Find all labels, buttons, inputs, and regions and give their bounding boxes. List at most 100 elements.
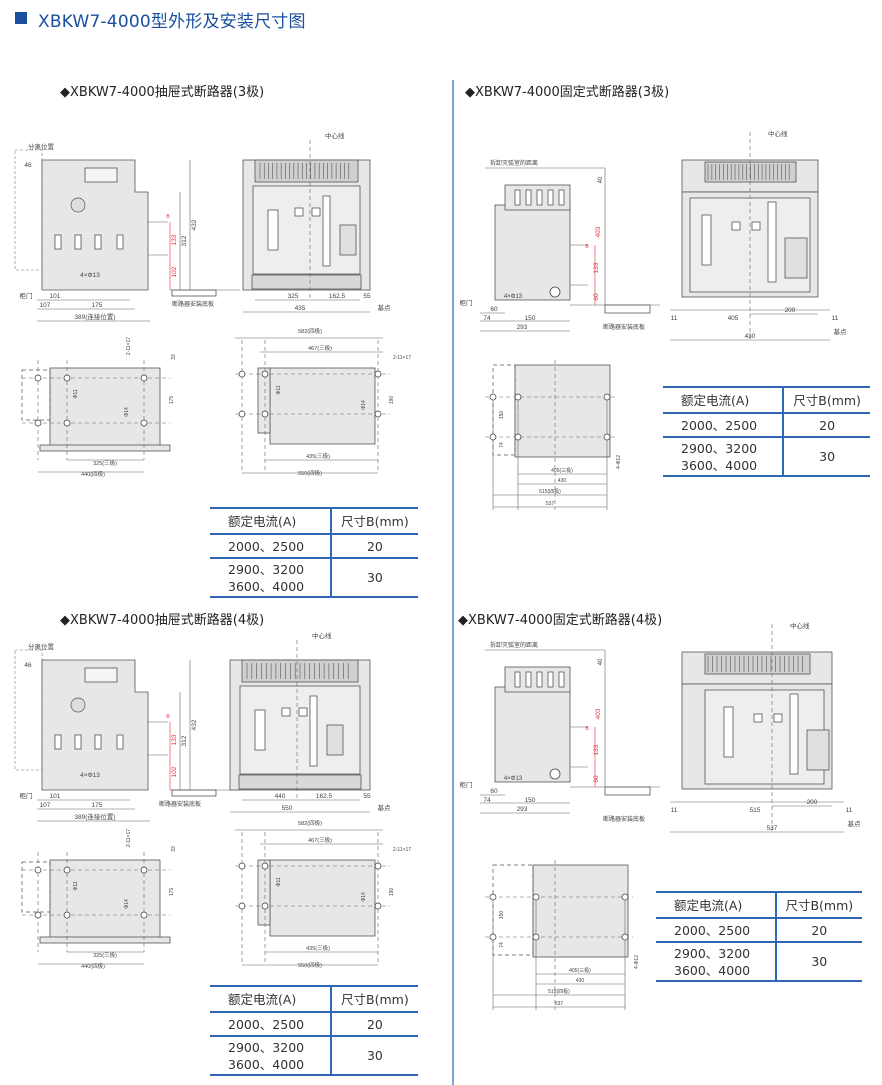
controller-unit	[723, 706, 734, 758]
arc-chute-slot	[558, 189, 565, 206]
mounting-plate	[514, 364, 611, 458]
dimension-label: 60	[593, 775, 600, 783]
breaker-side-body	[494, 204, 571, 301]
dimension-label: 分离位置	[28, 642, 55, 651]
dimension-label: 74	[483, 315, 491, 322]
dimension-label: 405	[728, 315, 739, 322]
cell-size: 20	[330, 1011, 418, 1037]
dimension-label: 200	[785, 307, 796, 314]
dimension-label: 162.5	[316, 793, 333, 800]
dimension-label: 162.5	[329, 293, 346, 300]
mounting-hole	[261, 410, 269, 418]
arc-chute-slot	[525, 671, 532, 688]
dimension-label: 107	[40, 302, 51, 309]
cell-current: 2900、3200 3600、4000	[210, 1035, 332, 1076]
cell-size: 30	[330, 1035, 418, 1076]
header-size-b: 尺寸B(mm)	[783, 386, 870, 414]
dimension-label: 60	[490, 306, 498, 313]
mounting-hole	[621, 893, 629, 901]
label-area	[784, 237, 808, 279]
mounting-hole	[374, 902, 382, 910]
dimension-label: 515(四极)	[548, 988, 570, 995]
label-area	[806, 729, 830, 771]
dimension-label: 430	[745, 333, 756, 340]
racking-strip	[238, 774, 362, 790]
dimension-label: 582(四极)	[298, 819, 322, 827]
arc-chute-slot	[536, 189, 543, 206]
on-button	[731, 221, 741, 231]
dimension-label: 175	[169, 888, 175, 897]
dimension-label: 440	[275, 793, 286, 800]
dimension-label: 389(连接位置)	[74, 312, 115, 321]
dimension-label: 435(三极)	[306, 452, 330, 460]
dimension-label: 11	[671, 807, 678, 814]
dimension-label: 515(四极)	[539, 488, 561, 495]
label-area	[326, 724, 344, 756]
dimension-label: Φ14	[361, 892, 367, 902]
dimension-label: B	[585, 244, 589, 250]
mounting-hole	[140, 911, 148, 919]
plate-side	[257, 367, 271, 434]
dimension-label: 柜门	[460, 780, 473, 789]
section-heading-fixed-4p: ◆XBKW7-4000固定式断路器(4极)	[458, 613, 663, 628]
dimension-label: 55	[363, 793, 371, 800]
section-heading-fixed-3p: ◆XBKW7-4000固定式断路器(3极)	[465, 85, 670, 100]
dimension-label: 102	[171, 766, 178, 777]
dimension-label: 60	[593, 293, 600, 301]
controller-unit	[701, 214, 712, 266]
dimension-label: 拆卸灭弧室的距离	[490, 159, 538, 167]
dimension-label: 293	[517, 806, 528, 813]
mounting-hole	[532, 933, 540, 941]
handle-slot	[789, 693, 799, 775]
mounting-plate	[604, 304, 651, 314]
dimension-label: 150	[525, 315, 536, 322]
dimension-label: 405(三极)	[551, 467, 573, 474]
plate-flange	[39, 936, 171, 944]
on-button	[281, 707, 291, 717]
dimension-label: 4×Φ13	[504, 776, 523, 782]
dimension-label: 440(四极)	[81, 470, 105, 478]
dimension-label: 537	[546, 501, 555, 507]
dimension-label: B	[585, 726, 589, 732]
mounting-hole	[514, 393, 522, 401]
dimension-label: Φ11	[276, 877, 282, 886]
dimension-label: 74	[499, 942, 505, 948]
dimension-label: 4×Φ13	[504, 294, 523, 300]
dimension-label: 175	[92, 302, 103, 309]
mounting-plate	[171, 789, 217, 797]
dimension-label: 467(三极)	[308, 836, 332, 844]
dimension-label: 312	[181, 735, 188, 746]
on-button	[753, 713, 763, 723]
dimension-label: 550	[282, 805, 293, 812]
dimension-label: 107	[40, 802, 51, 809]
off-button	[751, 221, 761, 231]
dimension-label: 515	[750, 807, 761, 814]
dimension-label: 175	[92, 802, 103, 809]
dimension-label: 312	[181, 235, 188, 246]
dimension-label: 4-Φ12	[634, 955, 640, 969]
mounting-hole	[238, 862, 246, 870]
mounting-hole	[140, 419, 148, 427]
terminal-knob	[549, 286, 561, 298]
dimension-label: 柜门	[20, 291, 33, 300]
dimension-label: 175	[169, 396, 175, 405]
arc-chute-slot	[525, 189, 532, 206]
dimension-label: 中心线	[790, 621, 810, 630]
cell-size: 30	[330, 557, 418, 598]
dimension-label: 基点	[378, 303, 392, 312]
outline-4p	[492, 364, 516, 456]
controller-unit	[267, 209, 279, 251]
mounting-plate-4p	[269, 367, 376, 445]
dimension-label: 11	[846, 807, 853, 814]
cell-size: 20	[775, 917, 862, 943]
dimension-label: 150	[499, 911, 505, 920]
mounting-plate-3p	[49, 367, 161, 449]
section-heading-drawer-3p: ◆XBKW7-4000抽屉式断路器(3极)	[60, 85, 265, 100]
mounting-plate-4p	[269, 859, 376, 937]
